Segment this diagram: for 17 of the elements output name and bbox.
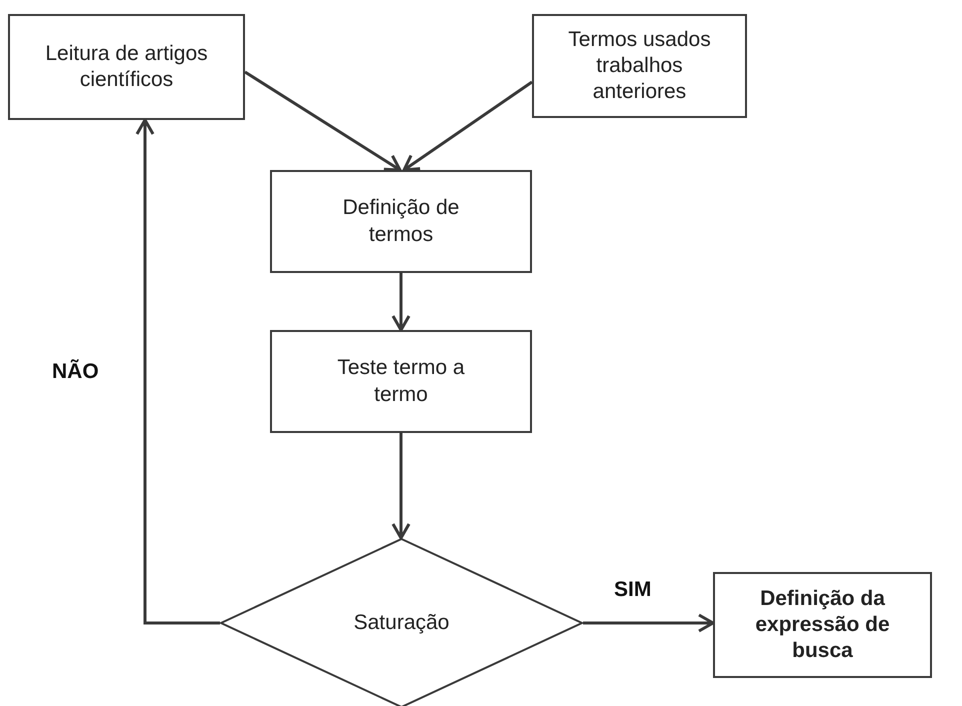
arrow — [244, 70, 402, 172]
arrow — [402, 80, 533, 172]
process-box — [270, 170, 532, 273]
process-box — [713, 572, 932, 678]
process-box — [532, 14, 747, 118]
process-box — [8, 14, 245, 120]
process-box — [270, 330, 532, 433]
arrow — [392, 433, 410, 540]
box-label: Leitura de artigos científicos — [44, 40, 209, 93]
box-label: Termos usados trabalhos anteriores — [567, 26, 712, 106]
arrow — [136, 118, 220, 624]
box-label: Saturação — [354, 610, 450, 636]
box-label: Teste termo a termo — [336, 355, 466, 408]
box-label: Definição de termos — [342, 195, 460, 248]
arrow — [583, 614, 714, 632]
box-label: Definição da expressão de busca — [754, 586, 891, 664]
arrow — [392, 273, 410, 332]
